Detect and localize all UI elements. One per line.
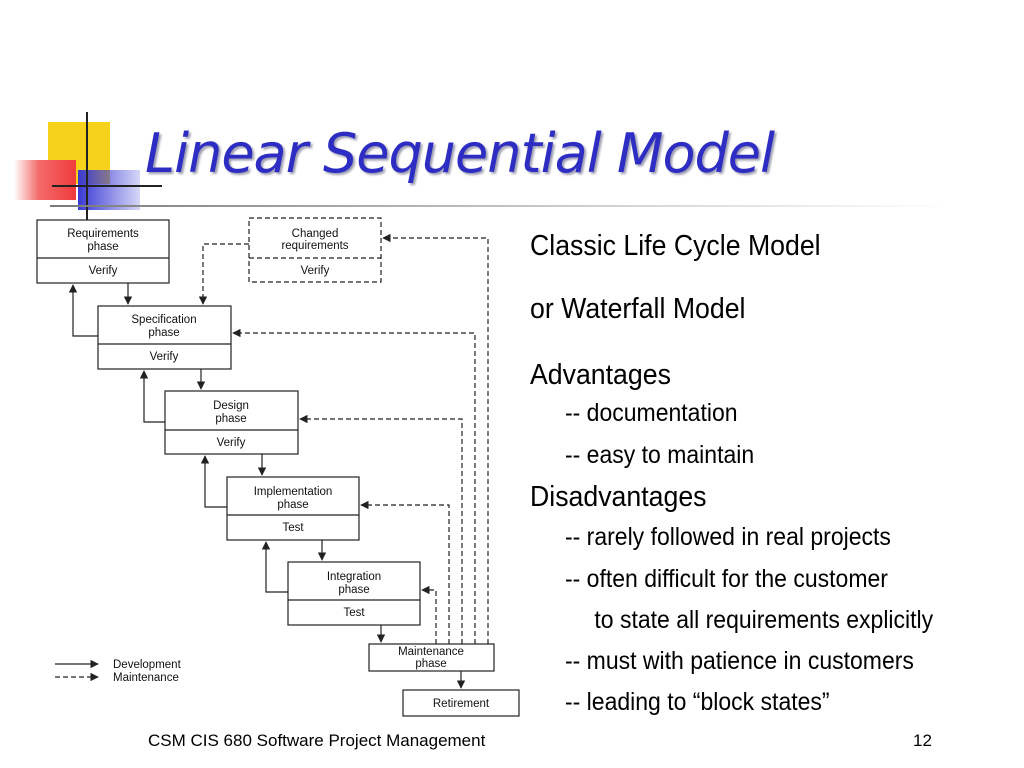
implementation-label-2: phase bbox=[277, 499, 308, 511]
disadvantage-item: -- leading to “block states” bbox=[564, 688, 830, 716]
specification-label-1: Specification bbox=[131, 314, 196, 326]
decoration-blue-square bbox=[78, 170, 140, 210]
model-name-line-1: Classic Life Cycle Model bbox=[530, 230, 821, 262]
implementation-phase-box: Implementation phase Test bbox=[226, 476, 360, 541]
feedback-arrows bbox=[68, 284, 288, 593]
disadvantage-item: -- often difficult for the customer bbox=[564, 565, 888, 593]
implementation-label-1: Implementation bbox=[254, 486, 333, 498]
maintenance-arrows bbox=[198, 233, 489, 644]
design-label-2: phase bbox=[215, 413, 246, 425]
content-panel: Classic Life Cycle Model or Waterfall Mo… bbox=[530, 228, 1024, 718]
integration-label-2: phase bbox=[338, 584, 369, 596]
design-phase-box: Design phase Verify bbox=[164, 390, 299, 455]
requirements-label-2: phase bbox=[87, 241, 118, 253]
changed-requirements-box: Changed requirements Verify bbox=[248, 217, 382, 283]
decoration-vertical-line bbox=[86, 112, 88, 220]
waterfall-diagram: Requirements phase Verify Changed requir… bbox=[36, 217, 520, 717]
retirement-box: Retirement bbox=[402, 689, 520, 717]
changed-label-2: requirements bbox=[281, 240, 348, 252]
specification-label-2: phase bbox=[148, 327, 179, 339]
changed-label-1: Changed bbox=[292, 228, 339, 240]
design-label-1: Design bbox=[213, 400, 249, 412]
slide-number: 12 bbox=[913, 731, 932, 750]
slide-title: Linear Sequential Model bbox=[145, 122, 775, 185]
advantage-item: -- easy to maintain bbox=[564, 441, 755, 469]
integration-test-label: Test bbox=[343, 607, 365, 619]
advantages-heading: Advantages bbox=[530, 359, 671, 391]
title-divider bbox=[50, 205, 950, 207]
disadvantages-heading: Disadvantages bbox=[530, 481, 707, 513]
maintenance-label-1: Maintenance bbox=[398, 646, 464, 658]
specification-verify-label: Verify bbox=[150, 351, 179, 363]
disadvantage-item: -- must with patience in customers bbox=[564, 647, 914, 675]
design-verify-label: Verify bbox=[217, 437, 246, 449]
maintenance-phase-box: Maintenance phase bbox=[368, 643, 495, 672]
specification-phase-box: Specification phase Verify bbox=[97, 305, 232, 370]
model-name-line-2: or Waterfall Model bbox=[530, 293, 746, 325]
development-arrows bbox=[123, 283, 466, 689]
legend-development-label: Development bbox=[113, 659, 182, 671]
legend: Development Maintenance bbox=[55, 659, 182, 684]
integration-phase-box: Integration phase Test bbox=[287, 561, 421, 626]
decoration-horizontal-line bbox=[52, 185, 162, 187]
footer-course-title: CSM CIS 680 Software Project Management bbox=[148, 731, 486, 750]
maintenance-label-2: phase bbox=[415, 658, 446, 670]
requirements-label-1: Requirements bbox=[67, 228, 139, 240]
integration-label-1: Integration bbox=[327, 571, 381, 583]
advantage-item: -- documentation bbox=[564, 399, 738, 427]
decoration-red-square bbox=[14, 160, 76, 200]
disadvantage-item: -- rarely followed in real projects bbox=[564, 523, 891, 551]
retirement-label: Retirement bbox=[433, 698, 490, 710]
changed-verify-label: Verify bbox=[301, 265, 330, 277]
disadvantage-item-continuation: to state all requirements explicitly bbox=[594, 606, 934, 634]
implementation-test-label: Test bbox=[282, 522, 304, 534]
requirements-verify-label: Verify bbox=[89, 265, 118, 277]
requirements-phase-box: Requirements phase Verify bbox=[36, 219, 170, 284]
legend-maintenance-label: Maintenance bbox=[113, 672, 179, 684]
